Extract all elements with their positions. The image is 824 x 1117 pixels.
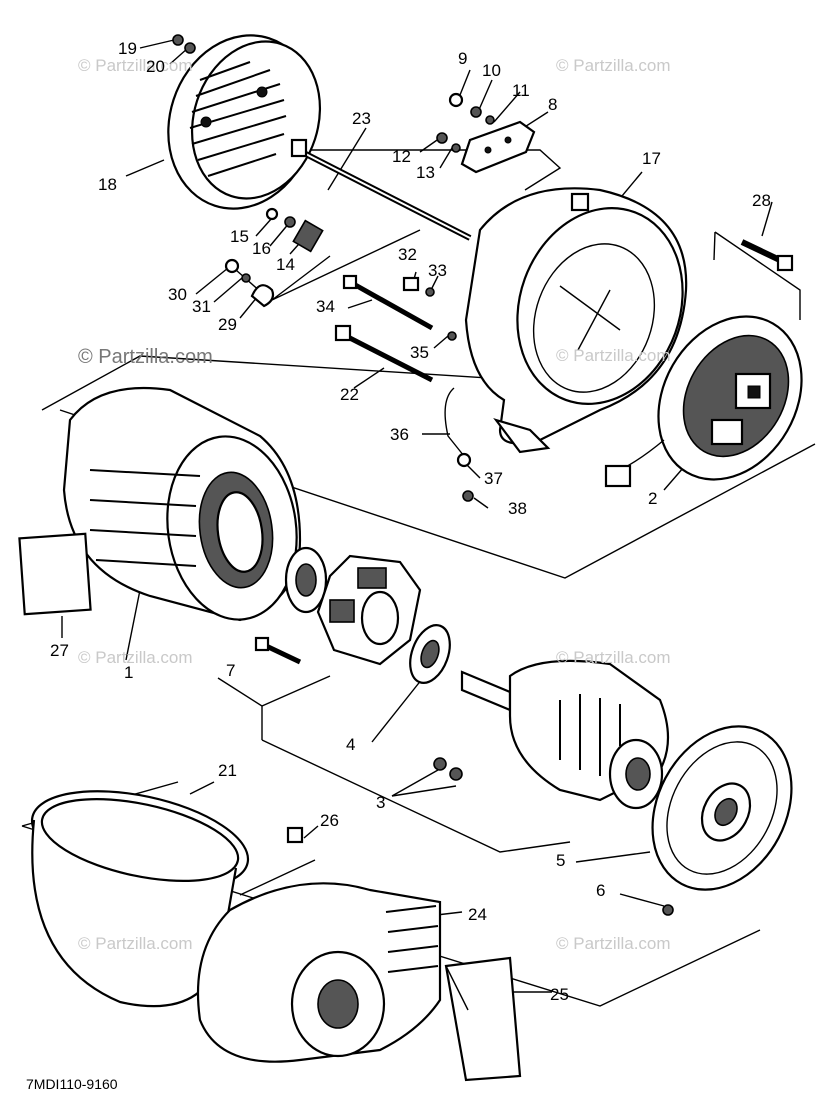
- part-2-exciter-coil: [604, 315, 803, 488]
- callout-38: 38: [508, 499, 527, 518]
- callout-16: 16: [252, 239, 271, 258]
- callout-37: 37: [484, 469, 503, 488]
- callout-11: 11: [512, 81, 530, 100]
- callout-23: 23: [352, 109, 371, 128]
- part-31-washer: [241, 273, 251, 283]
- part-30-screw: [224, 258, 240, 274]
- part-26-screw: [286, 826, 304, 844]
- part-32-screw: [402, 276, 420, 292]
- callout-19: 19: [118, 39, 137, 58]
- callout-22: 22: [340, 385, 359, 404]
- callout-30: 30: [168, 285, 187, 304]
- part-37-screw: [456, 452, 472, 468]
- part-38-washer: [462, 490, 474, 502]
- part-11-washer: [485, 115, 495, 125]
- callout-7: 7: [226, 661, 236, 680]
- part-24-front-housing: [196, 882, 442, 1063]
- callout-21: 21: [218, 761, 237, 780]
- part-16-washer: [284, 216, 296, 228]
- part-35-washer: [447, 331, 457, 341]
- callout-14: 14: [276, 255, 295, 274]
- part-29-clamp: [250, 284, 275, 308]
- callout-24: 24: [468, 905, 487, 924]
- part-7-bearing: [284, 546, 328, 614]
- part-4-slip-ring: [409, 624, 451, 684]
- part-12-screw: [436, 132, 448, 144]
- part-7-bolt: [254, 636, 302, 665]
- part-22-bolt: [334, 324, 434, 383]
- part-36-ground-wire: [444, 387, 465, 457]
- callout-12: 12: [392, 147, 411, 166]
- part-6-nut: [662, 904, 674, 916]
- part-17-rear-housing: [464, 187, 688, 454]
- part-3-nut-a: [433, 757, 447, 771]
- callout-18: 18: [98, 175, 117, 194]
- watermark: © Partzilla.com: [556, 648, 671, 667]
- watermark: © Partzilla.com: [556, 346, 671, 365]
- part-3-nut-b: [449, 767, 463, 781]
- watermark: © Partzilla.com: [556, 56, 671, 75]
- watermark: © Partzilla.com: [78, 934, 193, 953]
- part-33-washer: [425, 287, 435, 297]
- callout-32: 32: [398, 245, 417, 264]
- watermark: © Partzilla.com: [556, 934, 671, 953]
- callout-15: 15: [230, 227, 249, 246]
- part-27-insulator-pad: [18, 532, 92, 616]
- part-18-grille-cover: [167, 34, 322, 210]
- callout-20: 20: [146, 57, 165, 76]
- part-34-bolt: [342, 274, 434, 331]
- part-28-stud: [740, 239, 794, 272]
- part-23-through-bolt: [290, 138, 472, 241]
- rotor-core: [316, 554, 422, 666]
- part-19-nut: [172, 34, 184, 46]
- part-13-washer: [451, 143, 461, 153]
- part-10-washer: [470, 106, 482, 118]
- callout-8: 8: [548, 95, 558, 114]
- watermark: © Partzilla.com: [78, 56, 193, 75]
- callout-5: 5: [556, 851, 566, 870]
- callout-29: 29: [218, 315, 237, 334]
- callout-27: 27: [50, 641, 69, 660]
- callout-17: 17: [642, 149, 661, 168]
- part-14-brush-holder: [292, 219, 324, 253]
- callout-10: 10: [482, 61, 501, 80]
- callout-35: 35: [410, 343, 429, 362]
- callout-3: 3: [376, 793, 386, 812]
- part-5-cooling-fan: [651, 725, 793, 891]
- callout-9: 9: [458, 49, 468, 68]
- callout-36: 36: [390, 425, 409, 444]
- watermark: © Partzilla.com: [78, 648, 193, 667]
- part-1-stator: [62, 386, 302, 622]
- part-25-side-plate: [444, 956, 522, 1082]
- callout-25: 25: [550, 985, 569, 1004]
- callout-31: 31: [192, 297, 211, 316]
- callout-2: 2: [648, 489, 658, 508]
- diagram-code: 7MDI110-9160: [26, 1076, 118, 1092]
- callout-28: 28: [752, 191, 771, 210]
- callout-13: 13: [416, 163, 435, 182]
- callout-1: 1: [124, 663, 134, 682]
- part-9-screw: [448, 92, 464, 108]
- watermark: © Partzilla.com: [78, 346, 213, 368]
- rotor-assembly: [460, 659, 670, 810]
- part-8-terminal-block: [460, 120, 536, 174]
- callout-34: 34: [316, 297, 335, 316]
- part-21-cover-band: [30, 790, 250, 1008]
- callout-33: 33: [428, 261, 447, 280]
- callout-6: 6: [596, 881, 606, 900]
- part-15-screw: [265, 207, 279, 221]
- part-20-washer: [184, 42, 196, 54]
- callout-4: 4: [346, 735, 356, 754]
- callout-26: 26: [320, 811, 339, 830]
